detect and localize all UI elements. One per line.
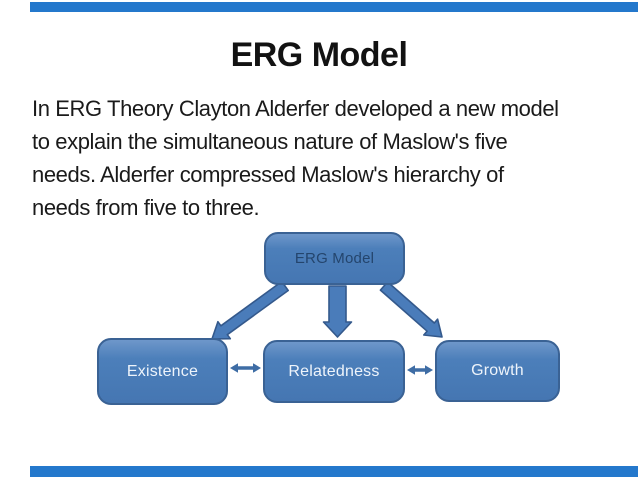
intro-paragraph: In ERG Theory Clayton Alderfer developed… bbox=[32, 92, 559, 224]
bottom-blue-bar bbox=[30, 466, 638, 477]
diagram-node-existence: Existence bbox=[97, 338, 228, 405]
intro-line-2: to explain the simultaneous nature of Ma… bbox=[32, 129, 508, 154]
diagram-node-relatedness: Relatedness bbox=[263, 340, 405, 403]
intro-line-3: needs. Alderfer compressed Maslow's hier… bbox=[32, 162, 504, 187]
diagram-node-growth: Growth bbox=[435, 340, 560, 402]
node-label-relatedness: Relatedness bbox=[288, 362, 380, 380]
intro-line-1: In ERG Theory Clayton Alderfer developed… bbox=[32, 96, 559, 121]
top-blue-bar bbox=[30, 2, 638, 12]
arrow-down-right-icon bbox=[379, 281, 443, 338]
node-label-erg-model: ERG Model bbox=[294, 250, 375, 267]
diagram-node-erg-model: ERG Model bbox=[264, 232, 405, 285]
double-arrow-existence-relatedness-icon bbox=[230, 363, 261, 373]
arrow-down-icon bbox=[322, 285, 353, 338]
arrow-down-left-icon bbox=[211, 280, 289, 340]
node-label-growth: Growth bbox=[471, 362, 524, 379]
node-label-existence: Existence bbox=[126, 362, 199, 380]
intro-line-4: needs from five to three. bbox=[32, 195, 260, 220]
slide-title: ERG Model bbox=[230, 36, 408, 74]
double-arrow-relatedness-growth-icon bbox=[407, 365, 433, 375]
